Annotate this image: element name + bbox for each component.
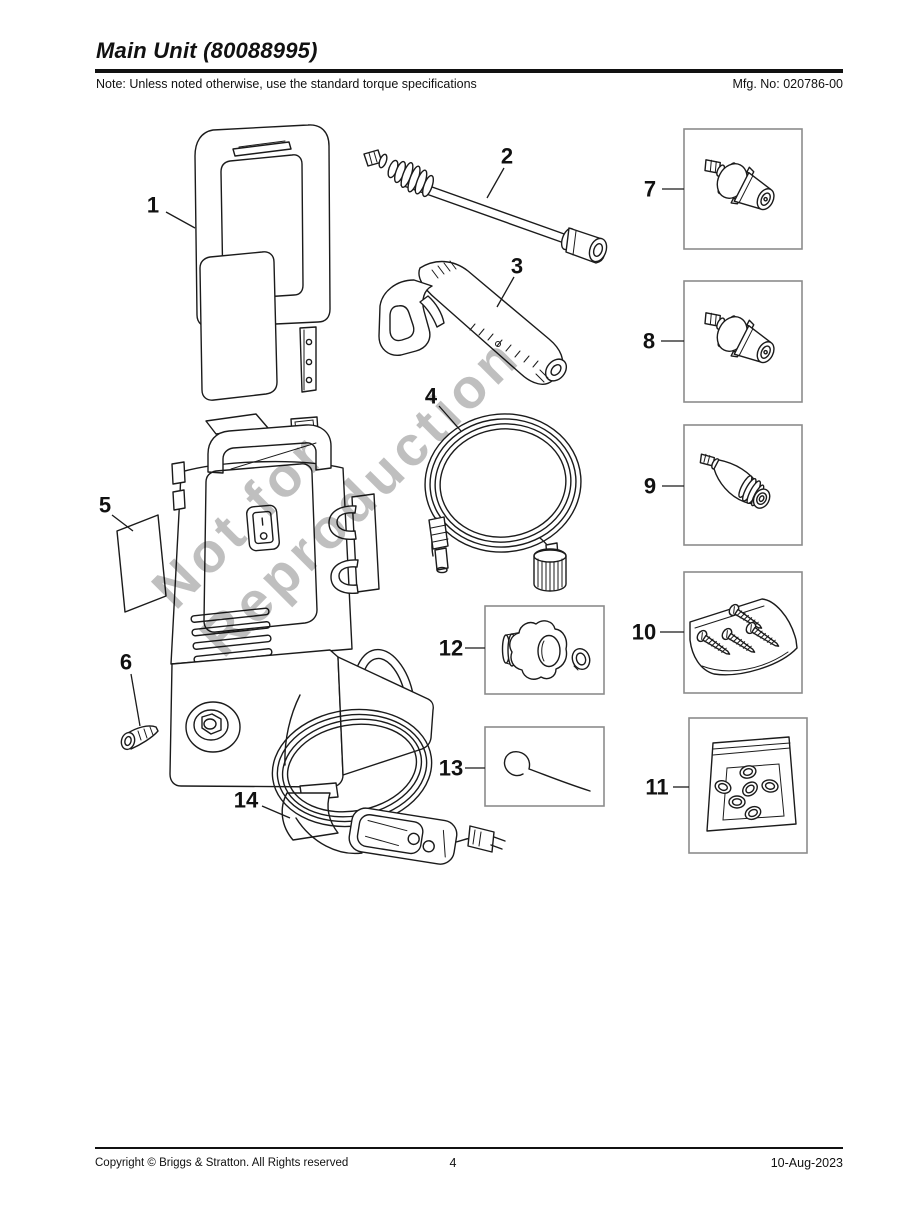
copyright-text: Copyright © Briggs & Stratton. All Right…	[95, 1157, 349, 1169]
callout-1-label: 1	[147, 193, 159, 218]
callout-5: 5	[99, 493, 134, 532]
water-inlet	[185, 701, 241, 753]
page-title: Main Unit (80088995)	[96, 38, 318, 63]
callout-3: 3	[496, 254, 523, 308]
part-8-nozzle	[693, 300, 783, 374]
callout-7: 7	[644, 177, 684, 202]
callout-6-label: 6	[120, 650, 132, 675]
power-plug	[467, 825, 506, 853]
callout-2-label: 2	[501, 144, 513, 169]
footer-rule	[95, 1147, 843, 1149]
part-box-11	[688, 717, 808, 854]
part-9-turbo-nozzle	[699, 453, 771, 509]
part-12-hose-coupling	[501, 620, 591, 680]
gfci-module	[348, 807, 458, 865]
part-7-nozzle	[693, 147, 783, 221]
part-13-cleaning-tool	[503, 751, 591, 792]
callout-14-label: 14	[234, 788, 259, 813]
revision-date: 10-Aug-2023	[770, 1156, 843, 1170]
callout-4: 4	[425, 384, 462, 432]
callout-12: 12	[439, 636, 485, 661]
callout-3-label: 3	[511, 254, 523, 279]
callout-11: 11	[645, 775, 689, 800]
part-10-screw-kit	[689, 598, 798, 676]
part-4-high-pressure-hose	[424, 413, 582, 592]
main-unit-drawing	[169, 413, 434, 841]
part-2-spray-wand	[363, 149, 608, 264]
callout-13-label: 13	[439, 756, 463, 781]
callout-5-label: 5	[99, 493, 111, 518]
callout-12-label: 12	[439, 636, 463, 661]
callout-1: 1	[147, 193, 196, 229]
part-14-power-cord	[271, 694, 506, 865]
part-1-handle-assembly	[194, 124, 331, 401]
part-box-13	[484, 726, 605, 807]
callout-2: 2	[486, 144, 513, 199]
part-11-oring-kit	[706, 736, 797, 832]
callout-9-label: 9	[644, 474, 656, 499]
power-switch	[246, 504, 280, 552]
page-number: 4	[449, 1156, 457, 1170]
part-box-12	[484, 605, 605, 695]
part-box-9	[683, 424, 803, 546]
mfg-number: Mfg. No: 020786-00	[732, 77, 844, 91]
callout-6: 6	[120, 650, 141, 727]
callout-8: 8	[643, 329, 684, 354]
callout-14: 14	[234, 788, 291, 819]
callout-7-label: 7	[644, 177, 656, 202]
callout-11-label: 11	[645, 775, 668, 800]
torque-note: Note: Unless noted otherwise, use the st…	[96, 77, 477, 91]
callout-10-label: 10	[632, 620, 656, 645]
part-3-spray-gun	[378, 260, 568, 385]
callout-8-label: 8	[643, 329, 655, 354]
callout-4-label: 4	[425, 384, 438, 409]
callout-13: 13	[439, 756, 485, 781]
part-6-fastener	[120, 725, 159, 751]
header-rule	[95, 69, 843, 73]
callout-9: 9	[644, 474, 684, 499]
part-5-label	[116, 514, 167, 613]
callout-10: 10	[632, 620, 684, 645]
